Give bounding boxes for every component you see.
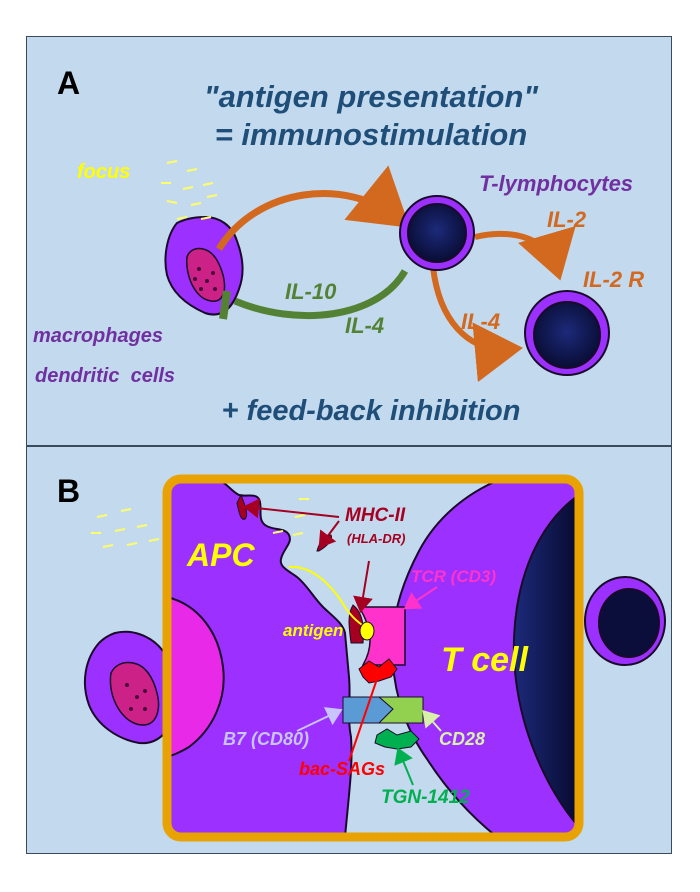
arrow-cd28 xyxy=(422,710,442,732)
label-tgn-1412: TGN-1412 xyxy=(381,787,470,808)
bac-sag-star xyxy=(358,658,398,684)
label-dendritic-cells: dendritic cells xyxy=(35,365,176,387)
label-bac-sags: bac-SAGs xyxy=(299,759,386,779)
panel-a-title-line1: "antigen presentation" xyxy=(203,79,539,114)
arrow-tgn xyxy=(394,747,414,786)
zoom-frame xyxy=(162,474,584,842)
label-focus: focus xyxy=(77,161,131,183)
t-cell-nucleus xyxy=(512,493,579,830)
label-il10: IL-10 xyxy=(285,279,337,304)
panel-b: B APC MHC-II (HLA-DR) TCR (CD3) antigen … xyxy=(26,446,672,854)
label-t-cell: T cell xyxy=(441,641,528,679)
label-hla-dr: (HLA-DR) xyxy=(347,531,406,546)
label-mhc-ii: MHC-II xyxy=(345,505,406,526)
bacteria-cluster xyxy=(161,160,218,220)
panel-a: A "antigen presentation" = immunostimula… xyxy=(26,36,672,446)
antigen-dot xyxy=(359,621,375,641)
panel-b-diagram xyxy=(83,474,666,842)
label-antigen: antigen xyxy=(283,621,344,640)
bacteria-cluster-b xyxy=(91,508,160,548)
label-il2r: IL-2 R xyxy=(583,267,645,292)
label-il2: IL-2 xyxy=(547,207,587,232)
arrow-mhc-1 xyxy=(243,498,340,519)
panel-a-title-line2: = immunostimulation xyxy=(214,117,528,152)
arrow-mhc-3 xyxy=(353,560,373,613)
antigen-path xyxy=(288,565,370,630)
label-b7: B7 (CD80) xyxy=(223,729,310,749)
panel-b-letter: B xyxy=(57,473,81,509)
inhibition-bar xyxy=(219,290,231,320)
cd28-shape xyxy=(377,696,424,724)
label-apc: APC xyxy=(187,537,255,573)
arrow-tcr xyxy=(403,586,438,610)
arrow-b7 xyxy=(296,707,343,732)
panel-a-diagram xyxy=(161,160,610,383)
label-il4-orange: IL-4 xyxy=(461,309,501,334)
arrow-il4 xyxy=(430,266,523,383)
arrow-apc-to-tcell xyxy=(216,165,410,251)
arrow-bac-sags xyxy=(348,678,378,762)
macrophage-granules xyxy=(193,267,217,291)
arrow-mhc-2 xyxy=(318,520,340,549)
label-macrophages: macrophages xyxy=(33,325,164,347)
label-t-lymphocytes: T-lymphocytes xyxy=(479,171,634,196)
arrow-il2 xyxy=(474,225,576,281)
label-il4-green: IL-4 xyxy=(345,313,385,338)
tgn-star xyxy=(374,728,420,750)
label-cd28: CD28 xyxy=(439,729,486,749)
apc-nucleus xyxy=(167,595,225,759)
panel-a-letter: A xyxy=(57,65,81,101)
inhibition-arc xyxy=(233,269,409,319)
label-tcr: TCR (CD3) xyxy=(411,567,496,586)
label-feedback-inhibition: + feed-back inhibition xyxy=(221,395,521,427)
